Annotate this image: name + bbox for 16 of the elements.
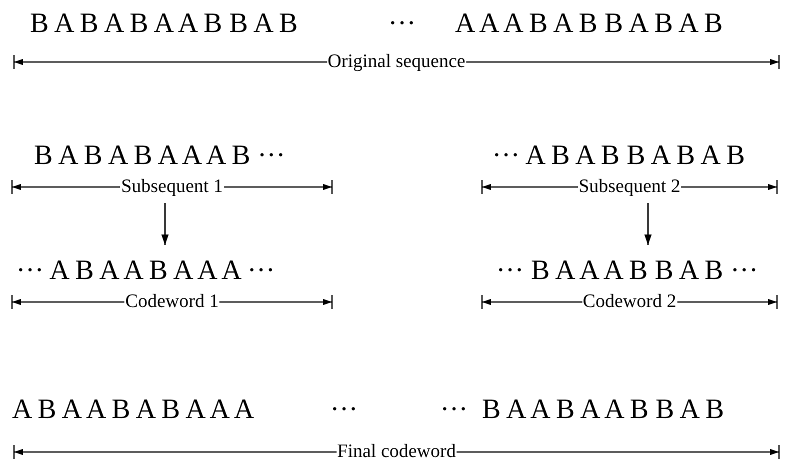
letter-sequence: ··· B A A A B B A B ··· [496,255,758,287]
dimension-label: Subsequent 2 [578,176,682,198]
arrow [644,203,652,245]
letter-sequence: A B A A B A B A A A [12,394,254,426]
letter-sequence: ··· A B A B B A B A B [492,140,745,172]
dimension-label: Subsequent 1 [120,176,224,198]
ellipsis: ··· [330,394,358,426]
ellipsis: ··· [440,394,468,426]
ellipsis: ··· [388,8,416,40]
letter-sequence: ··· A B A A B A A A ··· [16,255,276,287]
letter-sequence: B A B A B A A A B ··· [34,140,286,172]
arrow [161,203,169,245]
letter-sequence: B A B A B A A B B A B [30,8,298,40]
dimension-label: Original sequence [326,51,466,73]
letter-sequence: A A A B A B B A B A B [455,8,723,40]
letter-sequence: B A A B A A B B A B [482,394,724,426]
